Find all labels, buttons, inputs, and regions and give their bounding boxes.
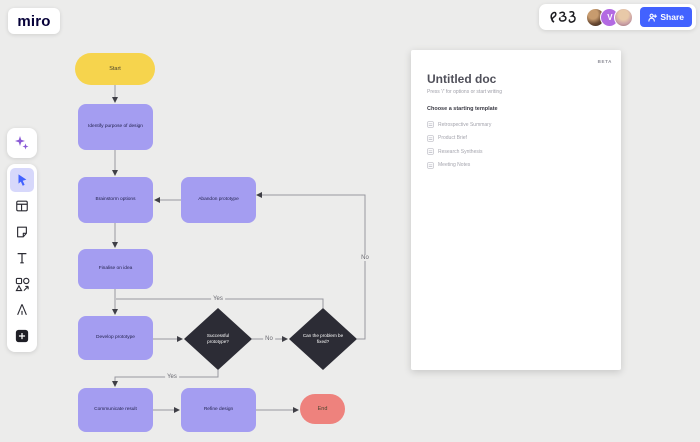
flow-node-label: Abandon prototype bbox=[198, 197, 239, 202]
text-tool[interactable] bbox=[10, 246, 34, 270]
cursor-icon bbox=[18, 174, 27, 186]
edge-label: Yes bbox=[211, 296, 225, 302]
invite-person-icon bbox=[648, 13, 658, 22]
doc-panel[interactable]: BETA Untitled doc Press '/' for options … bbox=[411, 50, 621, 370]
pen-icon bbox=[17, 304, 27, 316]
flow-node-refine[interactable]: Refine design bbox=[181, 388, 256, 432]
connector[interactable] bbox=[256, 192, 366, 340]
text-icon bbox=[17, 253, 27, 264]
avatar[interactable] bbox=[614, 7, 634, 27]
flow-node-label: Start bbox=[109, 65, 121, 72]
template-label: Product Brief bbox=[438, 135, 467, 142]
flow-node-label: Finalise on idea bbox=[98, 266, 133, 271]
more-tools[interactable] bbox=[10, 324, 34, 348]
connector[interactable] bbox=[116, 298, 324, 308]
template-item[interactable]: Research Synthesis bbox=[427, 145, 605, 159]
template-label: Retrospective Summary bbox=[438, 121, 492, 128]
ai-sparkles-icon[interactable] bbox=[10, 131, 34, 155]
flow-node-successful[interactable]: Successful prototype? bbox=[184, 308, 252, 370]
template-doc-icon bbox=[427, 162, 434, 169]
avatar-group: V bbox=[586, 7, 634, 27]
shapes-tool[interactable] bbox=[10, 272, 34, 296]
pen-tool[interactable] bbox=[10, 298, 34, 322]
template-section-title: Choose a starting template bbox=[427, 106, 498, 112]
flow-node-end[interactable]: End bbox=[300, 394, 345, 424]
collaboration-bar: V Share bbox=[539, 4, 696, 30]
beta-badge: BETA bbox=[597, 59, 612, 64]
flow-node-label: Communicate result bbox=[94, 407, 137, 412]
shapes-icon bbox=[14, 277, 29, 291]
edge-label: Yes bbox=[165, 374, 179, 380]
sticky-note-tool[interactable] bbox=[10, 220, 34, 244]
template-list: Retrospective Summary Product Brief Rese… bbox=[427, 118, 605, 172]
flow-node-identify[interactable]: Identify purpose of design bbox=[78, 104, 153, 150]
template-doc-icon bbox=[427, 121, 434, 128]
ai-toolbar bbox=[7, 128, 37, 158]
miro-logo[interactable]: miro bbox=[8, 8, 60, 34]
edge-label: No bbox=[359, 255, 371, 261]
flow-node-canfix[interactable]: Can the problem be fixed? bbox=[289, 308, 357, 370]
doc-title[interactable]: Untitled doc bbox=[427, 72, 497, 86]
plus-icon bbox=[15, 329, 29, 343]
flow-node-abandon[interactable]: Abandon prototype bbox=[181, 177, 256, 223]
flow-node-develop[interactable]: Develop prototype bbox=[78, 316, 153, 360]
flow-node-brainstorm[interactable]: Brainstorm options bbox=[78, 177, 153, 223]
doodle-icon[interactable] bbox=[546, 7, 580, 27]
template-item[interactable]: Retrospective Summary bbox=[427, 118, 605, 132]
templates-icon bbox=[16, 200, 28, 212]
template-label: Meeting Notes bbox=[438, 162, 471, 169]
share-button[interactable]: Share bbox=[640, 7, 692, 27]
doc-subtitle: Press '/' for options or start writing bbox=[427, 89, 502, 95]
flow-node-label: Can the problem be fixed? bbox=[302, 333, 344, 344]
flow-node-label: Develop prototype bbox=[96, 335, 135, 340]
template-doc-icon bbox=[427, 148, 434, 155]
flow-node-start[interactable]: Start bbox=[75, 53, 155, 85]
sticky-note-icon bbox=[17, 226, 27, 238]
flow-node-finalise[interactable]: Finalise on idea bbox=[78, 249, 153, 289]
edge-label: No bbox=[263, 336, 275, 342]
flow-node-label: End bbox=[317, 405, 328, 412]
template-label: Research Synthesis bbox=[438, 148, 483, 155]
templates-tool[interactable] bbox=[10, 194, 34, 218]
template-item[interactable]: Meeting Notes bbox=[427, 159, 605, 173]
share-label: Share bbox=[660, 12, 684, 22]
flow-node-label: Identify purpose of design bbox=[88, 124, 143, 129]
flow-node-label: Successful prototype? bbox=[206, 333, 230, 344]
template-doc-icon bbox=[427, 135, 434, 142]
flow-node-label: Refine design bbox=[203, 407, 234, 412]
template-item[interactable]: Product Brief bbox=[427, 132, 605, 146]
flow-node-communicate[interactable]: Communicate result bbox=[78, 388, 153, 432]
flow-node-label: Brainstorm options bbox=[95, 197, 136, 202]
main-toolbar bbox=[7, 164, 37, 352]
select-tool[interactable] bbox=[10, 168, 34, 192]
